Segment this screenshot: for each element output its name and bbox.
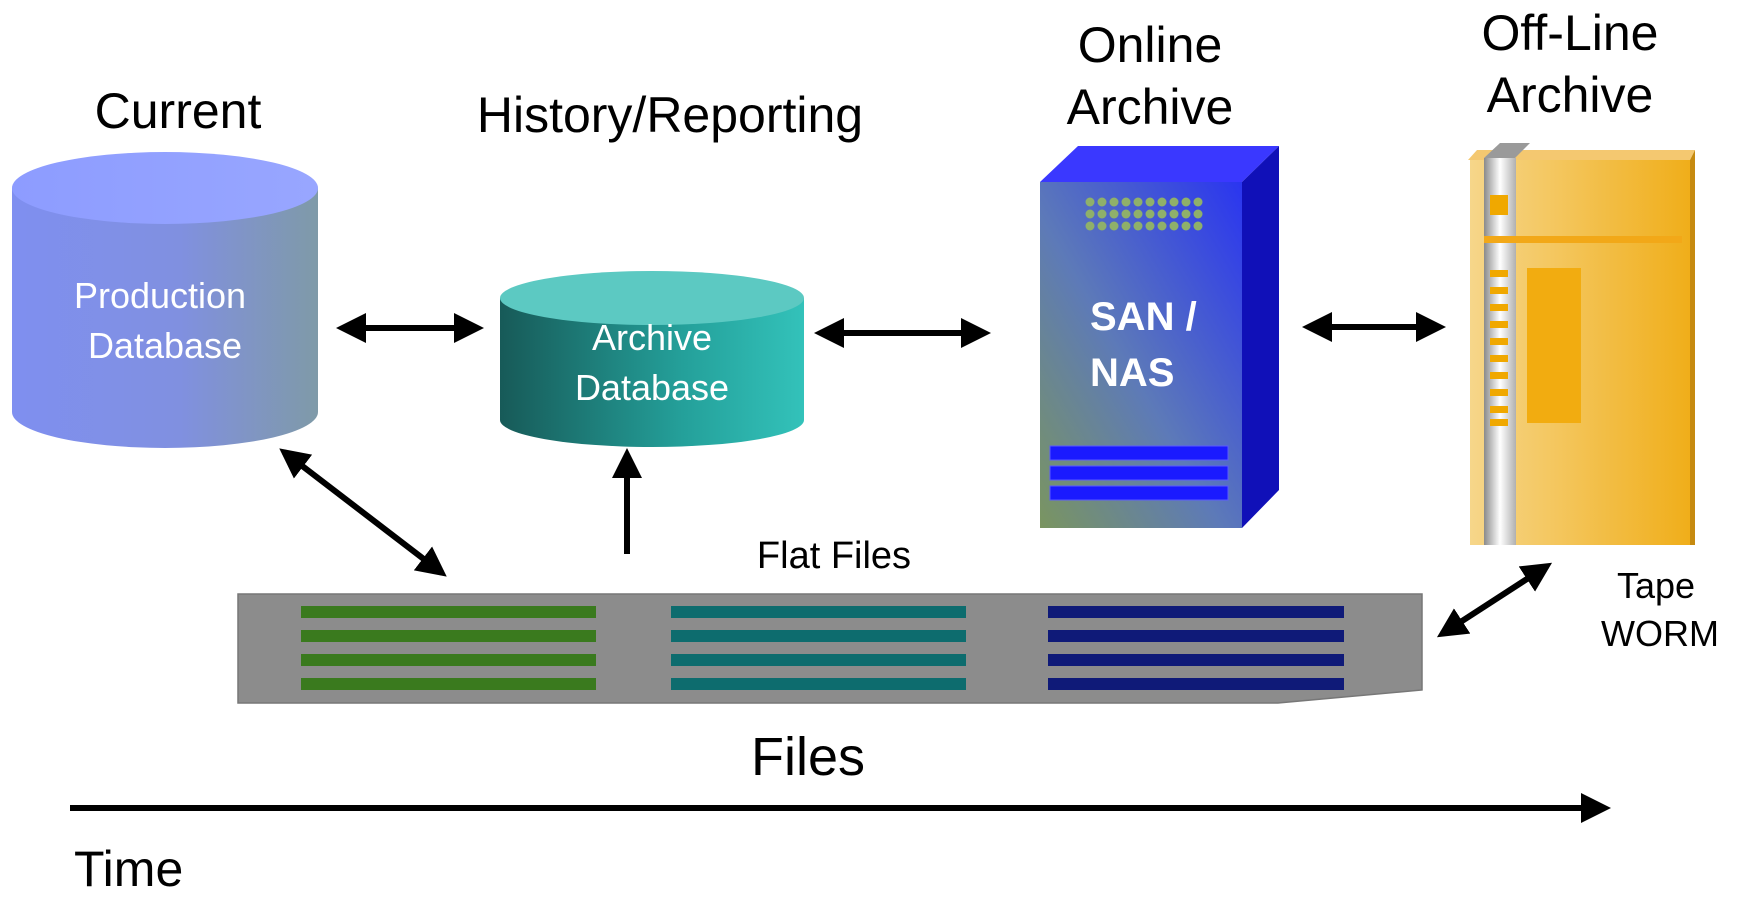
tape-worm-library-icon	[1468, 143, 1695, 545]
production-database-label-line1: Production	[74, 275, 246, 316]
archive-database-cylinder-icon: Archive Database	[500, 271, 804, 447]
file-group-navy	[1048, 606, 1344, 690]
time-label: Time	[74, 841, 183, 897]
tape-label-line1: Tape	[1617, 565, 1695, 606]
file-group-green	[301, 606, 596, 690]
production-database-cylinder-icon: Production Database	[12, 152, 318, 448]
flat-files-tray-icon	[237, 593, 1423, 704]
archive-database-label-line2: Database	[575, 367, 729, 408]
heading-online-archive-line1: Online	[1078, 17, 1223, 73]
san-nas-server-tower-icon: SAN / NAS	[1040, 146, 1279, 528]
archive-database-label-line1: Archive	[592, 317, 712, 358]
file-group-teal	[671, 606, 966, 690]
flat-files-label: Flat Files	[757, 535, 911, 577]
tape-label-line2: WORM	[1601, 613, 1719, 654]
double-arrow-icon-production-files	[279, 448, 447, 577]
heading-history-reporting: History/Reporting	[477, 87, 863, 143]
heading-online-archive-line2: Archive	[1067, 79, 1234, 135]
heading-offline-archive-line2: Archive	[1487, 67, 1654, 123]
san-nas-label-line2: NAS	[1090, 351, 1174, 395]
heading-offline-archive-line1: Off-Line	[1482, 5, 1659, 61]
san-nas-label-line1: SAN /	[1090, 295, 1197, 339]
heading-current: Current	[95, 83, 262, 139]
server-vent-icon	[1085, 197, 1203, 231]
server-drive-bays-icon	[1049, 445, 1229, 501]
production-database-label-line2: Database	[88, 325, 242, 366]
double-arrow-icon-files-tape	[1436, 562, 1553, 638]
files-label: Files	[751, 727, 865, 787]
